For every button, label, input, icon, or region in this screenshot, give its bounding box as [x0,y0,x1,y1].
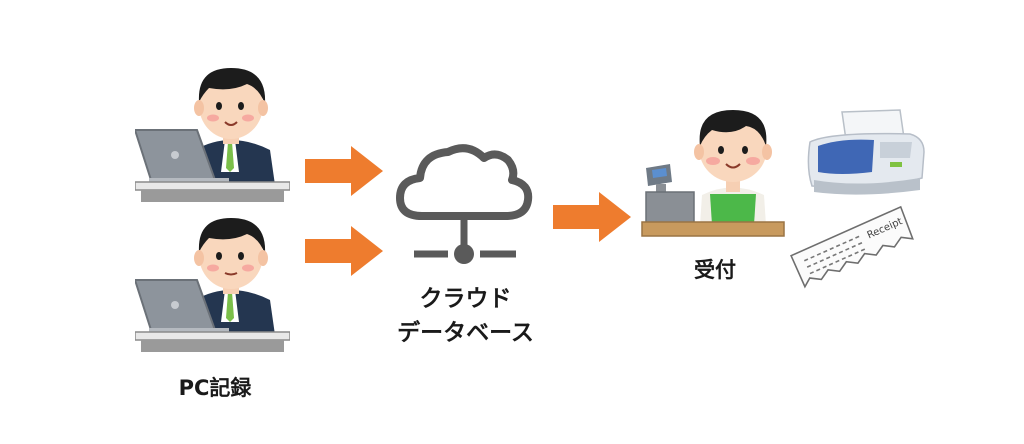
printer [800,108,930,198]
pc-worker-bottom [135,210,290,355]
cloud-database [392,138,537,273]
arrow-top [305,146,383,196]
arrow-right-icon [553,192,631,242]
arrow-bottom [305,226,383,276]
reception-label: 受付 [694,258,736,282]
arrow-right-icon [305,146,383,196]
office-worker-laptop-icon [135,68,290,202]
cloud-label-line2: データベース [397,320,534,346]
pc-record-label: PC記録 [178,376,252,400]
office-worker-laptop-icon [135,218,290,352]
arrow-right [553,192,631,242]
receipt: Receipt [782,200,922,290]
cashier-register-icon [641,110,785,237]
cloud-database-label: クラウド データベース [378,282,553,350]
printer-icon [807,109,925,195]
cloud-label-line1: クラウド [419,286,512,312]
cloud-network-icon [396,144,533,264]
arrow-right-icon [305,226,383,276]
receipt-icon: Receipt [790,205,914,289]
pc-worker-top [135,60,290,205]
reception-cashier [640,100,790,240]
